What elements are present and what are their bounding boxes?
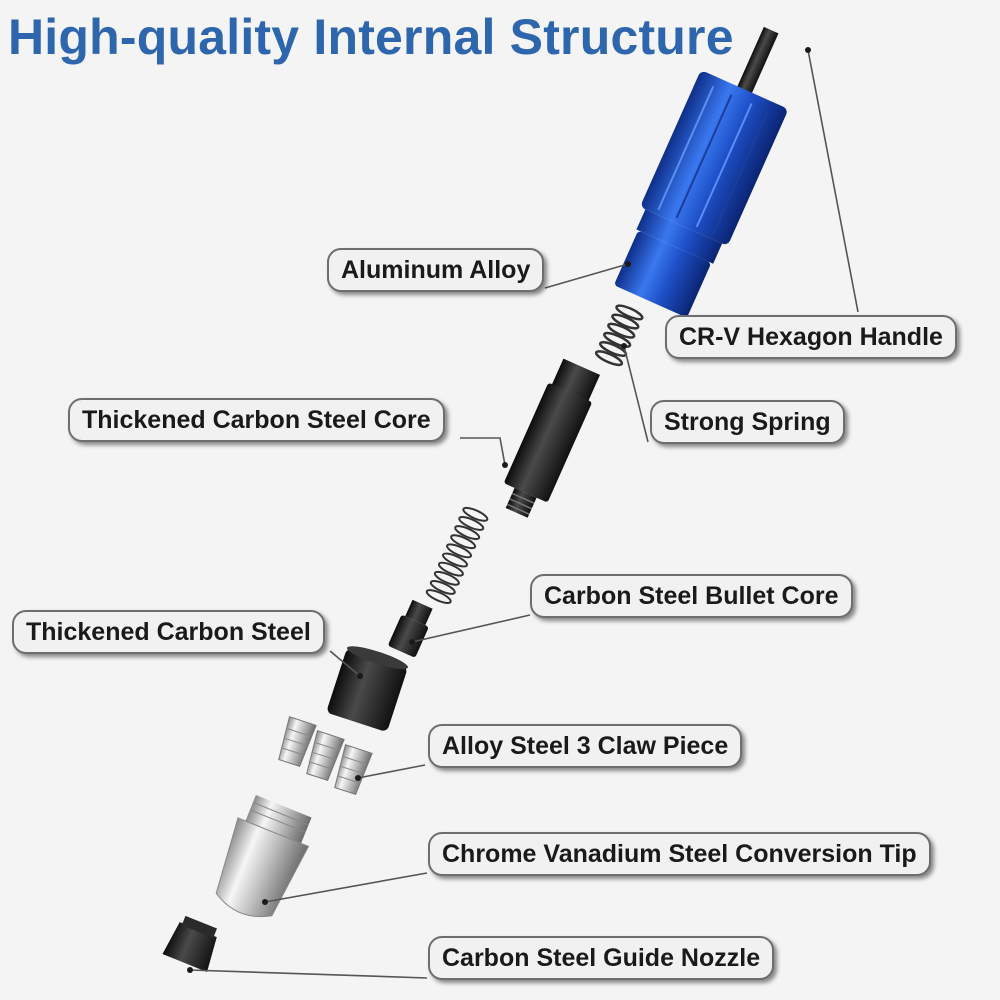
leader-dot-bullet — [409, 639, 415, 645]
leader-line-core — [460, 437, 506, 466]
steel-core-part — [504, 358, 600, 518]
leader-dot-sleeve — [357, 673, 363, 679]
leader-dot-spring — [621, 343, 627, 349]
leader-line-spring — [623, 345, 649, 443]
steel-sleeve-part — [327, 646, 408, 731]
label-carbon-steel-bullet-core: Carbon Steel Bullet Core — [530, 574, 853, 618]
claw-pieces-part — [278, 716, 373, 795]
leader-dot-nozzle — [187, 967, 193, 973]
leader-line-sleeve — [329, 650, 361, 677]
label-carbon-steel-guide-nozzle: Carbon Steel Guide Nozzle — [428, 936, 775, 980]
conversion-tip-part — [215, 794, 312, 918]
leader-dot-aluminum — [625, 261, 631, 267]
aluminum-body-part — [615, 26, 787, 317]
guide-nozzle-part — [162, 915, 218, 972]
page-title: High-quality Internal Structure — [8, 9, 734, 65]
label-alloy-steel-3-claw-piece: Alloy Steel 3 Claw Piece — [428, 724, 743, 768]
leader-line-nozzle — [189, 969, 428, 979]
leader-dot-core — [502, 462, 508, 468]
leader-line-tip — [264, 872, 428, 903]
leader-dot-claw — [355, 775, 361, 781]
label-thickened-carbon-steel: Thickened Carbon Steel — [12, 610, 325, 654]
label-thickened-carbon-steel-core: Thickened Carbon Steel Core — [68, 398, 445, 442]
leader-dot-handle — [805, 47, 811, 53]
upper-spring-part — [594, 304, 644, 367]
leader-line-claw — [357, 764, 426, 779]
leader-line-handle — [807, 49, 859, 313]
label-aluminum-alloy: Aluminum Alloy — [327, 248, 545, 292]
lower-spring-part — [425, 506, 489, 604]
label-strong-spring: Strong Spring — [650, 400, 845, 444]
label-crv-hexagon-handle: CR-V Hexagon Handle — [665, 315, 957, 359]
bullet-core-part — [388, 599, 433, 657]
label-chrome-vanadium-conversion-tip: Chrome Vanadium Steel Conversion Tip — [428, 832, 931, 876]
leader-line-aluminum — [544, 263, 629, 289]
leader-dot-tip — [262, 899, 268, 905]
leader-line-bullet — [411, 614, 531, 643]
